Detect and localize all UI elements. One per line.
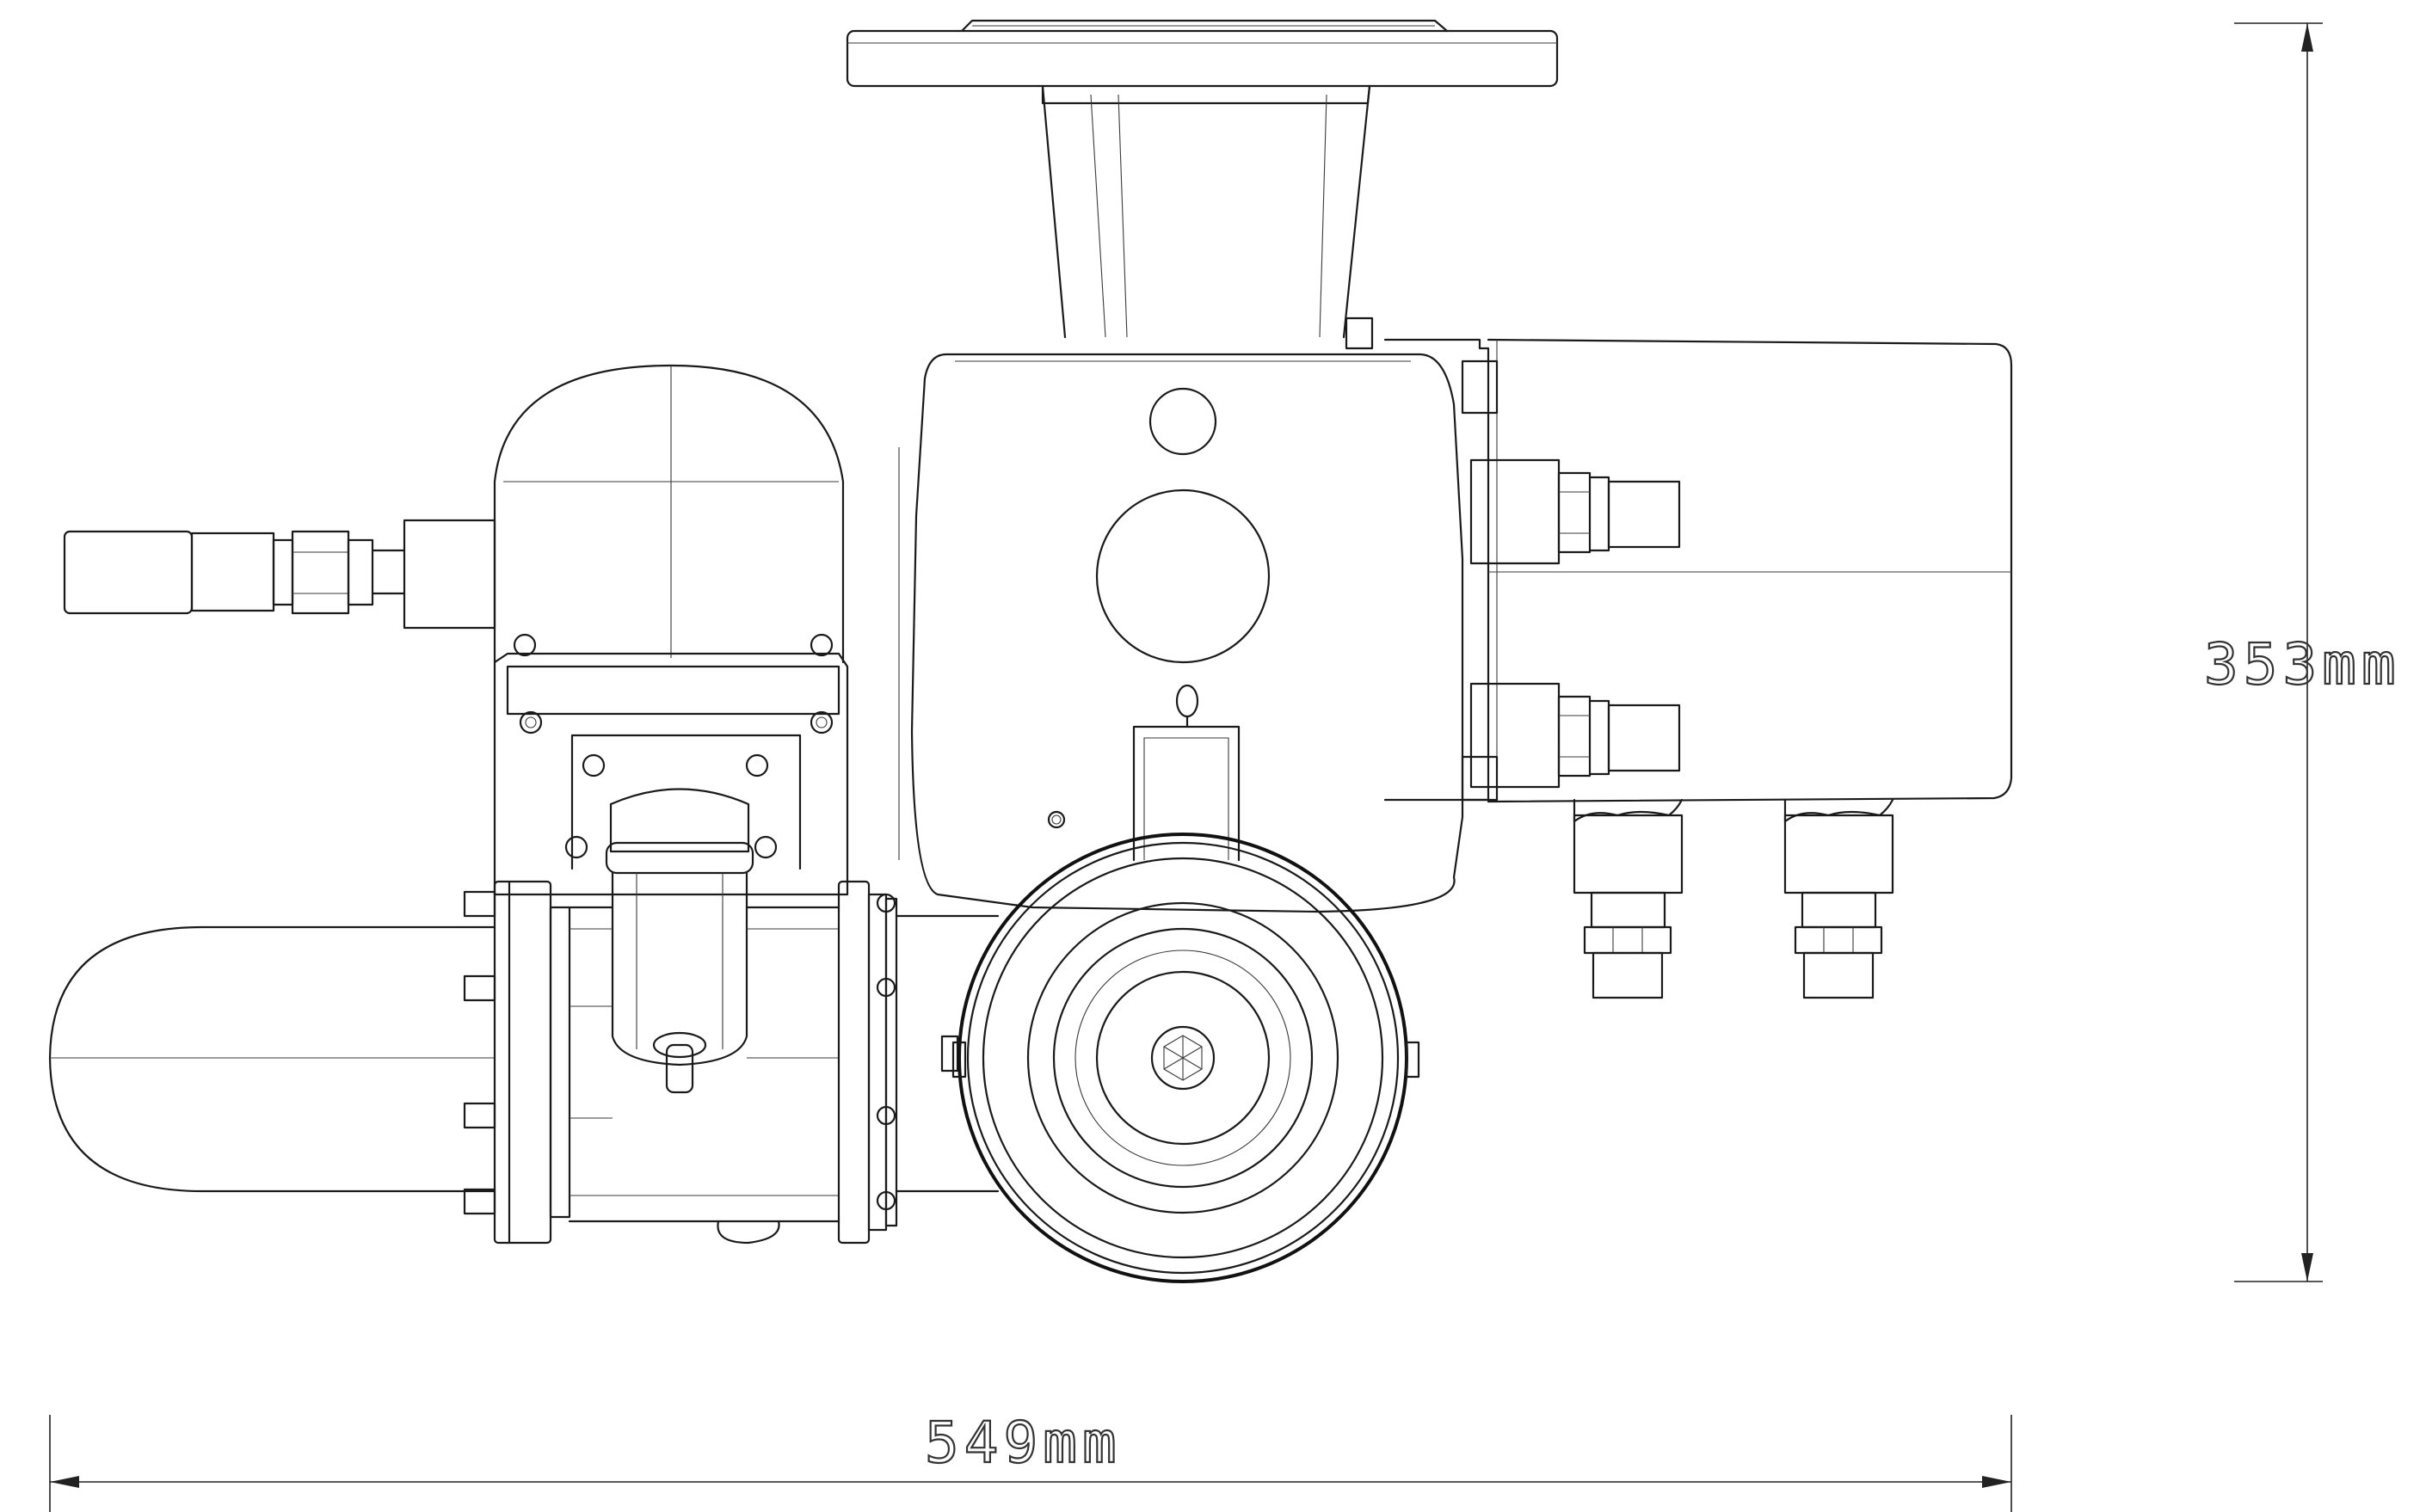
mounting-neck	[1041, 84, 1371, 339]
valve-body	[568, 906, 840, 1245]
housing-large-port	[1095, 489, 1271, 664]
housing-bolt	[1047, 810, 1066, 829]
cable-gland-right-lower	[1469, 682, 1561, 789]
handwheel-disc	[951, 833, 1420, 1283]
cable-gland-right-upper	[1469, 458, 1561, 565]
cylinder-actuator	[605, 788, 754, 1094]
width-dimension	[49, 1415, 2012, 1512]
pipe-flange-left	[463, 880, 571, 1245]
pipe-flange-right	[837, 880, 1000, 1245]
actuator-housing	[898, 353, 1464, 913]
lifting-eye	[1175, 684, 1199, 718]
housing-small-port	[1148, 387, 1217, 456]
left-pipe-connector	[63, 519, 496, 630]
width-dimension-label: 549mm	[925, 1410, 1122, 1476]
gearbox	[493, 633, 849, 896]
height-dimension-label: 353mm	[2204, 631, 2401, 698]
height-dimension	[2234, 22, 2323, 1282]
cable-gland-bottom-left	[1573, 798, 1684, 999]
inlet-pipe	[48, 925, 496, 1193]
motor-dome	[493, 364, 845, 664]
cable-gland-bottom-right	[1783, 798, 1894, 999]
top-mounting-flange	[846, 19, 1559, 88]
terminal-box	[1345, 317, 2013, 999]
